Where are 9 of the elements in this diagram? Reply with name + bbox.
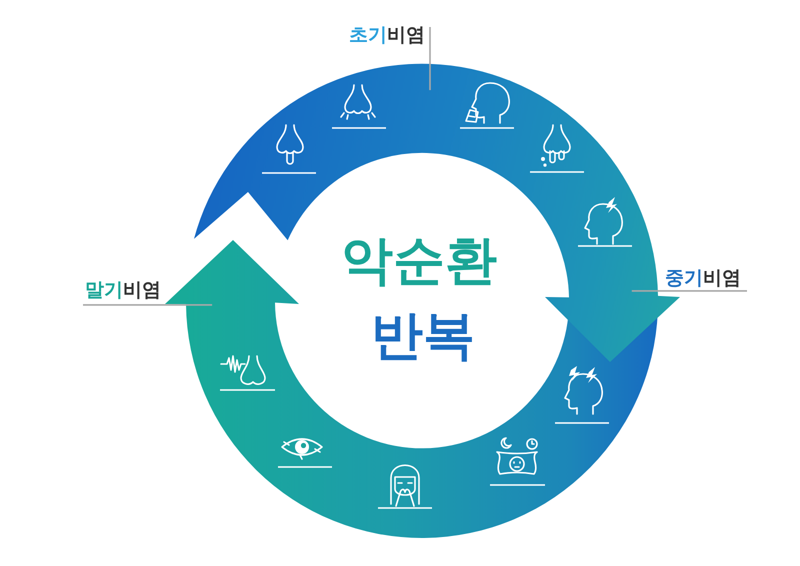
- leader-line: [83, 304, 212, 306]
- leader-line: [429, 27, 431, 90]
- center-heading: 악순환: [341, 234, 497, 289]
- leader-line: [632, 290, 747, 292]
- stage-label: 초기비염: [349, 25, 425, 46]
- curved-arrow: [165, 240, 658, 538]
- stage-label: 중기비염: [665, 268, 741, 289]
- center-heading: 반복: [371, 309, 475, 364]
- stage-label: 말기비염: [85, 280, 161, 301]
